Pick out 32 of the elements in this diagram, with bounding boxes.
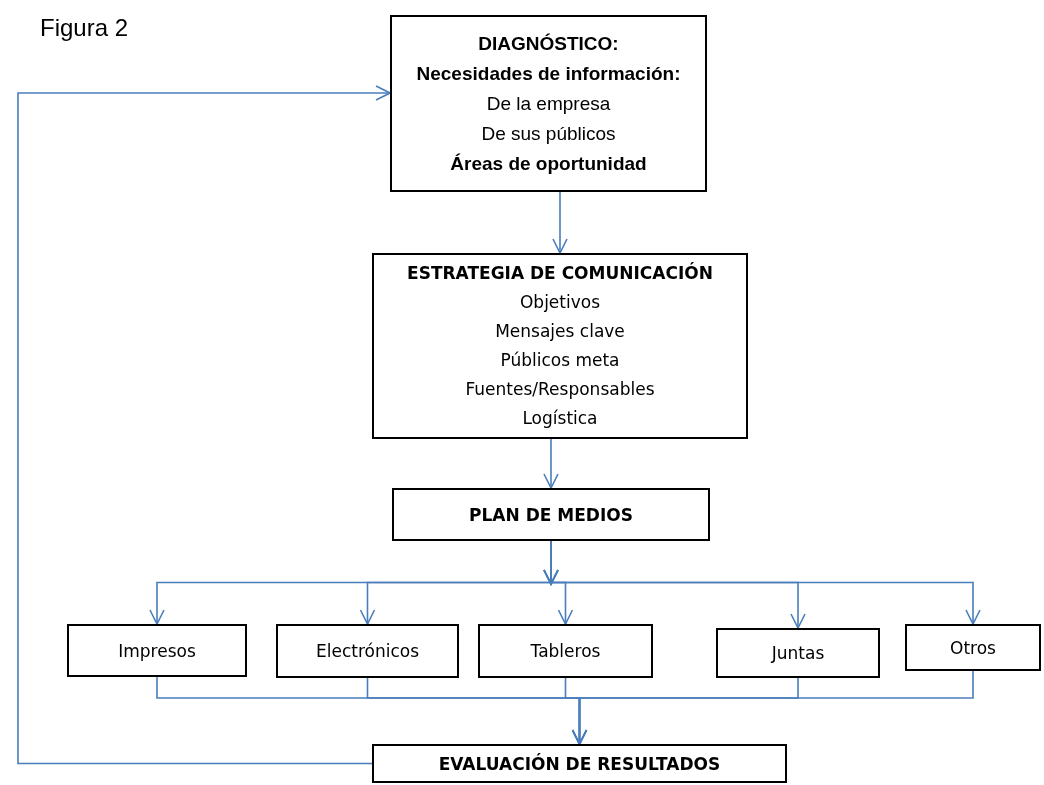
box-text: Logística xyxy=(522,407,598,430)
box-text: Públicos meta xyxy=(500,349,620,372)
box-text: De la empresa xyxy=(486,91,611,116)
arrow xyxy=(543,438,559,489)
box-heading: Impresos xyxy=(118,639,196,663)
box-heading: DIAGNÓSTICO: xyxy=(478,31,619,56)
media-box xyxy=(478,624,653,678)
box-heading: ESTRATEGIA DE COMUNICACIÓN xyxy=(407,261,713,285)
box-heading: Electrónicos xyxy=(315,640,420,663)
media-plan-box xyxy=(392,488,710,541)
evaluation-box xyxy=(372,744,787,783)
box-text: Fuentes/Responsables xyxy=(465,378,655,401)
box-text: Mensajes clave xyxy=(495,320,625,343)
media-box xyxy=(905,624,1041,671)
media-box xyxy=(67,624,247,677)
box-heading: Juntas xyxy=(771,642,825,665)
box-text: Necesidades de información: xyxy=(416,61,681,86)
media-box xyxy=(276,624,459,678)
diagnosis-box xyxy=(390,15,707,192)
box-heading: EVALUACIÓN DE RESULTADOS xyxy=(438,752,721,776)
box-text: Objetivos xyxy=(519,291,601,314)
figure-label: Figura 2 xyxy=(40,14,129,42)
arrow xyxy=(552,191,568,254)
strategy-box xyxy=(372,253,748,439)
arrow xyxy=(571,670,974,745)
arrow xyxy=(17,85,391,765)
box-heading: Tableros xyxy=(530,640,601,663)
box-heading: Otros xyxy=(950,636,996,660)
box-text: De sus públicos xyxy=(481,121,616,146)
box-heading: PLAN DE MEDIOS xyxy=(469,503,633,527)
media-box xyxy=(716,628,880,678)
box-text: Áreas de oportunidad xyxy=(450,151,647,176)
